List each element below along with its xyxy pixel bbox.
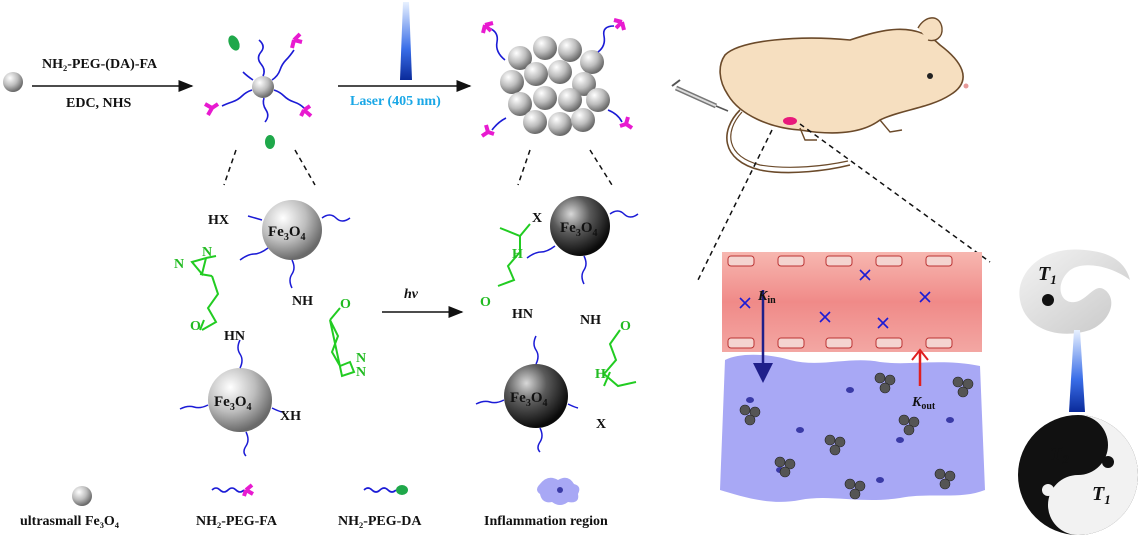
- nh-label: NH: [580, 313, 601, 328]
- yin-yang-top: [1019, 249, 1130, 334]
- t1-label-top: T1: [1038, 263, 1057, 287]
- fe3o4-label: Fe3O4: [510, 390, 548, 409]
- carbonyl-o-label: O: [480, 295, 491, 310]
- fe3o4-label: Fe3O4: [214, 394, 252, 413]
- zoom-line: [697, 129, 773, 281]
- conditions-label: EDC, NHS: [66, 96, 132, 111]
- chemistry-before: [179, 200, 356, 457]
- aggregated-cluster: [480, 18, 634, 138]
- diazirine-n-label: N: [202, 245, 212, 260]
- start-particle: [3, 72, 23, 92]
- legend-fe3o4-swatch: [72, 486, 92, 506]
- diazirine-n-label: N: [356, 365, 366, 380]
- legend-peg-fa-label: NH₂-PEG-FA: [196, 514, 277, 529]
- laser-beam-right: [1069, 330, 1085, 412]
- fe3o4-label: Fe3O4: [268, 224, 306, 243]
- carbonyl-o-label: O: [620, 319, 631, 334]
- legend-fe3o4-label: ultrasmall Fe₃O₄: [20, 514, 119, 529]
- hv-label: hv: [404, 287, 419, 302]
- h-label: H: [595, 367, 606, 382]
- legend-peg-da-label: NH₂-PEG-DA: [338, 514, 422, 529]
- x-label: X: [532, 211, 542, 226]
- syringe-icon: [671, 79, 729, 112]
- hx-label: HX: [208, 213, 229, 228]
- hn-label: HN: [512, 307, 533, 322]
- zoom-line: [223, 149, 237, 186]
- laser-beam-top: [400, 2, 412, 80]
- zoom-line: [517, 149, 531, 186]
- diazirine-n-label: N: [174, 257, 184, 272]
- laser-label: Laser (405 nm): [350, 94, 441, 109]
- zoom-line: [799, 123, 991, 263]
- legend-peg-fa-swatch: [211, 483, 254, 497]
- k-in-label: Kin: [757, 289, 776, 306]
- xh-label: XH: [280, 409, 301, 424]
- h-label: H: [512, 247, 523, 262]
- yin-yang-bottom: [1018, 415, 1138, 535]
- legend-inflammation-label: Inflammation region: [484, 514, 608, 529]
- legend-peg-da-swatch: [363, 485, 408, 495]
- k-out-label: Kout: [911, 395, 936, 412]
- zoom-line: [294, 149, 316, 186]
- hn-label: HN: [224, 329, 245, 344]
- t2-label: T2: [1050, 443, 1069, 467]
- fe3o4-label: Fe3O4: [560, 220, 598, 239]
- inflammation-tissue: [720, 252, 985, 502]
- legend-inflammation-swatch: [537, 477, 580, 505]
- diazirine-n-label: N: [356, 351, 366, 366]
- reagent-label: NH₂-PEG-(DA)-FA: [42, 57, 158, 72]
- functionalized-particle: [204, 32, 313, 149]
- x-label: X: [596, 417, 606, 432]
- carbonyl-o-label: O: [190, 319, 201, 334]
- carbonyl-o-label: O: [340, 297, 351, 312]
- t1-label-bottom: T1: [1092, 483, 1111, 507]
- mouse-illustration: [671, 17, 969, 174]
- nh-label: NH: [292, 294, 313, 309]
- chemistry-after: [475, 196, 639, 453]
- zoom-line: [589, 149, 613, 186]
